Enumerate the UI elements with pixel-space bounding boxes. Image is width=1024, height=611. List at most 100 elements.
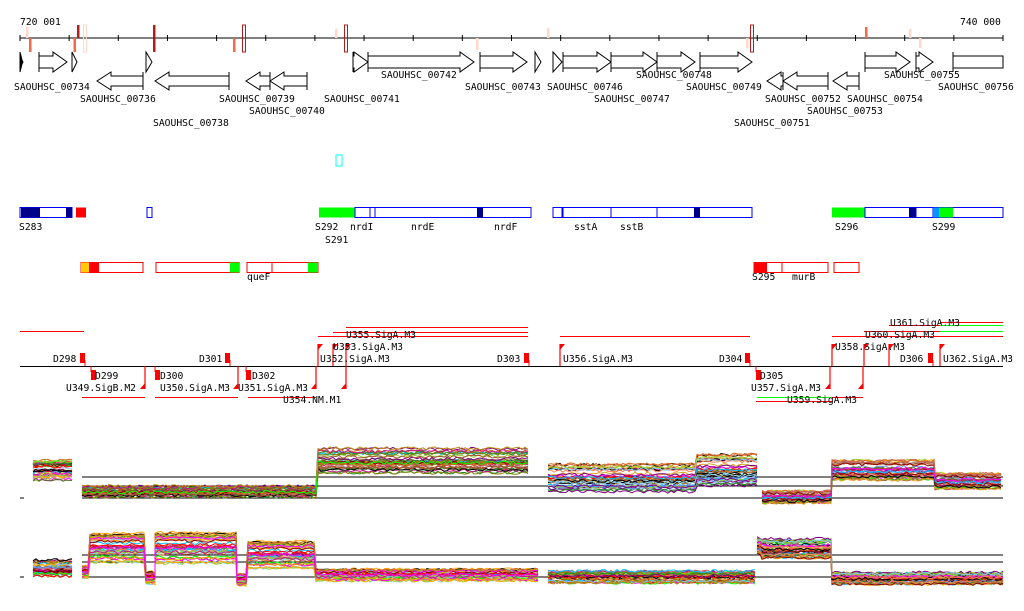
expression-line[interactable] <box>761 459 1002 494</box>
feature-block[interactable] <box>369 207 376 218</box>
expression-line[interactable] <box>81 446 529 489</box>
expression-line[interactable] <box>547 482 758 493</box>
gene-saouhsc-00756[interactable]: SAOUHSC_00756 <box>938 52 1014 93</box>
feature-block[interactable] <box>308 262 318 273</box>
terminator-marker[interactable] <box>91 370 96 380</box>
feature-label[interactable]: sstA <box>574 222 597 233</box>
small-gene-arrow[interactable] <box>145 50 153 74</box>
promoter-flag[interactable] <box>560 344 565 350</box>
gene-label[interactable]: SAOUHSC_00739 <box>219 94 295 105</box>
promoter-flag[interactable] <box>864 344 869 350</box>
expression-line[interactable] <box>547 568 756 574</box>
gene-saouhsc-00753[interactable]: SAOUHSC_00753 <box>807 71 883 117</box>
tu-label[interactable]: U355.SigA.M3 <box>346 330 416 341</box>
expression-line[interactable] <box>761 462 1002 496</box>
small-gene-arrow[interactable] <box>534 50 542 74</box>
promoter-flag[interactable] <box>311 383 316 389</box>
gene-label[interactable]: SAOUHSC_00756 <box>938 82 1014 93</box>
gene-saouhsc-00741[interactable]: SAOUHSC_00741 <box>324 51 400 105</box>
expression-line[interactable] <box>547 452 758 467</box>
expression-line[interactable] <box>761 461 1002 495</box>
feature-block[interactable] <box>552 207 563 218</box>
signal-marker[interactable] <box>77 25 80 38</box>
expression-line[interactable] <box>32 469 73 473</box>
expression-line[interactable] <box>32 477 73 482</box>
expression-line[interactable] <box>547 473 758 485</box>
expression-line[interactable] <box>761 466 1002 499</box>
promoter-flag[interactable] <box>832 344 837 350</box>
feature-label[interactable]: murB <box>792 272 815 283</box>
signal-marker[interactable] <box>153 25 156 52</box>
tu-label[interactable]: U361.SigA.M3 <box>890 318 960 329</box>
tu-label[interactable]: U353.SigA.M3 <box>333 342 403 353</box>
gene-label[interactable]: SAOUHSC_00755 <box>884 70 960 81</box>
expression-line[interactable] <box>32 567 73 572</box>
gene-label[interactable]: SAOUHSC_00753 <box>807 106 883 117</box>
gene-arrow[interactable] <box>352 51 369 73</box>
expression-line[interactable] <box>82 531 539 577</box>
feature-block[interactable] <box>354 207 532 218</box>
signal-marker[interactable] <box>26 27 29 38</box>
tu-label[interactable]: D303 <box>497 354 520 365</box>
expression-line[interactable] <box>32 571 73 576</box>
gene-arrow[interactable] <box>367 51 475 73</box>
promoter-flag[interactable] <box>889 344 894 350</box>
expression-line[interactable] <box>32 468 73 473</box>
expression-line[interactable] <box>761 478 1002 505</box>
expression-line[interactable] <box>547 570 756 575</box>
signal-marker[interactable] <box>335 29 338 38</box>
signal-marker[interactable] <box>233 38 236 52</box>
expression-line[interactable] <box>32 472 73 477</box>
terminator-marker[interactable] <box>80 353 85 363</box>
gene-label[interactable]: SAOUHSC_00743 <box>465 82 541 93</box>
terminator-marker[interactable] <box>155 370 160 380</box>
expression-line[interactable] <box>547 580 756 585</box>
expression-line[interactable] <box>32 466 73 471</box>
signal-marker[interactable] <box>746 38 749 48</box>
gene-saouhsc-00755[interactable]: SAOUHSC_00755 <box>884 51 960 81</box>
expression-line[interactable] <box>547 477 758 489</box>
signal-marker[interactable] <box>750 24 754 53</box>
small-gene-arrow[interactable] <box>552 50 563 74</box>
signal-marker[interactable] <box>909 29 912 38</box>
gene-label[interactable]: SAOUHSC_00751 <box>734 118 810 129</box>
signal-marker[interactable] <box>547 28 550 38</box>
small-gene-arrow[interactable] <box>19 51 24 73</box>
expression-line[interactable] <box>547 455 758 470</box>
promoter-flag[interactable] <box>825 383 830 389</box>
signal-marker[interactable] <box>476 38 479 50</box>
expression-line[interactable] <box>32 462 73 466</box>
feature-block[interactable] <box>66 207 72 218</box>
tu-label[interactable]: D302 <box>252 371 275 382</box>
tu-label[interactable]: U352.SigA.M3 <box>320 354 390 365</box>
feature-block[interactable] <box>230 262 239 273</box>
feature-block[interactable] <box>146 207 153 218</box>
expression-line[interactable] <box>761 469 1002 500</box>
feature-block[interactable] <box>21 207 40 218</box>
expression-line[interactable] <box>547 457 758 472</box>
feature-block[interactable] <box>246 262 319 273</box>
tu-label[interactable]: U362.SigA.M3 <box>943 354 1013 365</box>
promoter-flag[interactable] <box>140 383 145 389</box>
expression-line[interactable] <box>32 558 73 562</box>
gene-arrow[interactable] <box>610 51 658 73</box>
tu-label[interactable]: U356.SigA.M3 <box>563 354 633 365</box>
terminator-marker[interactable] <box>928 353 933 363</box>
gene-arrow[interactable] <box>479 51 528 73</box>
signal-marker[interactable] <box>83 24 87 53</box>
terminator-marker[interactable] <box>246 370 251 380</box>
expression-line[interactable] <box>32 565 73 570</box>
feature-label[interactable]: S296 <box>835 222 858 233</box>
expression-line[interactable] <box>32 475 72 480</box>
feature-label[interactable]: nrdE <box>411 222 434 233</box>
feature-block[interactable] <box>753 262 783 273</box>
expression-line[interactable] <box>756 538 1004 577</box>
signal-marker[interactable] <box>865 27 868 38</box>
feature-label[interactable]: queF <box>247 272 270 283</box>
expression-line[interactable] <box>547 574 756 578</box>
gene-arrow[interactable] <box>656 51 696 73</box>
gene-label[interactable]: SAOUHSC_00738 <box>153 118 229 129</box>
gene-saouhsc-00749[interactable]: SAOUHSC_00749 <box>686 51 762 93</box>
tu-label[interactable]: D301 <box>199 354 222 365</box>
expression-line[interactable] <box>761 471 1002 502</box>
